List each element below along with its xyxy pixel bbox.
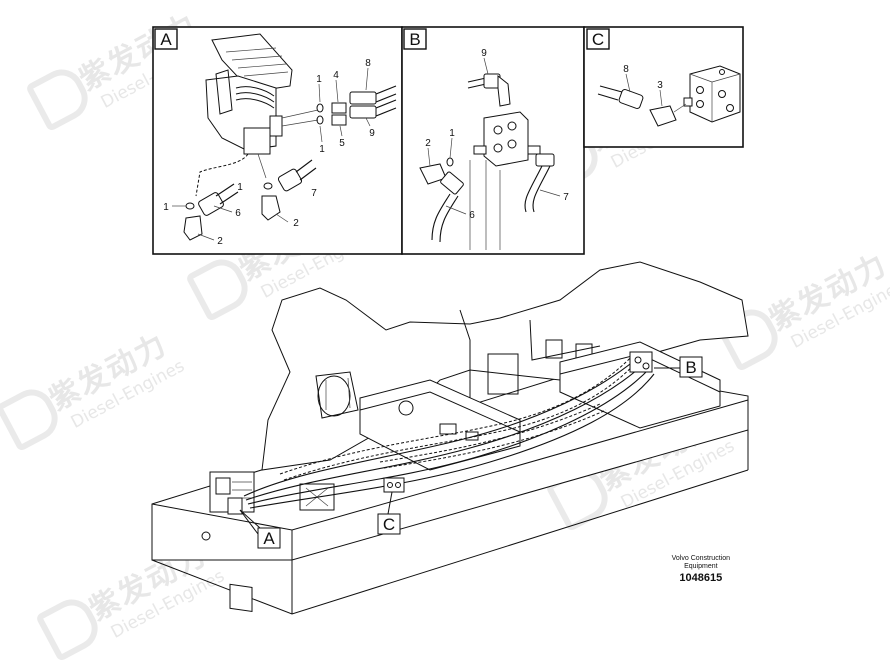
pointer-b: B — [654, 356, 703, 378]
pointer-a: A — [239, 509, 281, 549]
callout-b-1: 1 — [449, 128, 455, 139]
hose-end — [198, 192, 224, 216]
callout-b-7: 7 — [563, 192, 569, 203]
plate-window — [545, 339, 563, 359]
panel-b-tag — [403, 28, 427, 50]
pointer-c-label: C — [383, 515, 395, 534]
valve-b-small — [629, 351, 653, 373]
pointer-c: C — [377, 491, 401, 535]
pointer-c-box — [377, 513, 401, 535]
pointer-a-label: A — [263, 529, 275, 548]
diagram-svg: .ln { fill: none; stroke: #111; stroke-w… — [151, 26, 749, 615]
hose-end — [277, 168, 303, 192]
callout-b-9: 9 — [481, 48, 487, 59]
callout-a-1d: 1 — [163, 202, 169, 213]
panel-c-tag — [586, 28, 610, 50]
callout-b-6: 6 — [469, 210, 475, 221]
pointer-a-box — [257, 527, 281, 549]
pilot-line-dashed — [195, 153, 249, 197]
cross-member-slot — [465, 431, 479, 441]
hose-end — [440, 171, 464, 195]
elbow-fitting — [497, 74, 511, 107]
callout-a-1: 1 — [316, 74, 322, 85]
cross-member-edge — [359, 391, 521, 433]
seal-ring — [316, 115, 324, 125]
callout-c-8: 8 — [623, 64, 629, 75]
detail-panel-a: A — [152, 26, 403, 255]
pedal-assembly-detail — [215, 477, 231, 495]
callout-a-8: 8 — [365, 58, 371, 69]
plug — [683, 97, 693, 107]
callout-a-6: 6 — [235, 208, 241, 219]
adapter-fitting — [331, 114, 347, 126]
drawing-number: 1048615 — [679, 572, 723, 584]
valve-block-b — [483, 111, 529, 167]
detail-panel-c: C 8 3 — [583, 26, 744, 148]
adapter-fitting — [331, 102, 347, 114]
caption-brand-line1: Volvo Construction — [671, 555, 730, 562]
caption-brand-line2: Equipment — [684, 563, 718, 570]
panel-b-title: B — [409, 30, 420, 49]
seal-ring — [316, 103, 324, 113]
plate-bracket — [315, 371, 359, 419]
plate-cutout — [317, 375, 351, 417]
hose-end — [349, 105, 377, 119]
plate-box — [487, 353, 519, 395]
frame-hole-round — [201, 531, 211, 541]
callout-a-7: 7 — [311, 188, 317, 199]
callout-a-2: 2 — [217, 236, 223, 247]
hose-end — [618, 89, 644, 109]
callout-a-5: 5 — [339, 138, 345, 149]
hose-end — [349, 91, 377, 105]
plug — [473, 145, 487, 155]
callout-a-4: 4 — [333, 70, 339, 81]
callout-c-3: 3 — [657, 80, 663, 91]
frame-hole — [229, 583, 253, 612]
detail-panel-b: B — [401, 26, 585, 255]
hose-run — [243, 351, 655, 509]
panel-a-title: A — [160, 30, 172, 49]
frame-beam-bottom — [151, 469, 749, 615]
callout-b-2: 2 — [425, 138, 431, 149]
manifold-block-c — [689, 65, 741, 123]
callout-a-1c: 1 — [237, 182, 243, 193]
callout-a-1b: 1 — [319, 144, 325, 155]
panel-a-tag — [154, 28, 178, 50]
panel-c-title: C — [592, 30, 604, 49]
elbow-fitting — [183, 215, 203, 241]
plug — [527, 145, 541, 155]
plate-rib — [529, 319, 601, 361]
machine-frame — [151, 261, 749, 615]
callout-a-9: 9 — [369, 128, 375, 139]
callout-a-2b: 2 — [293, 218, 299, 229]
pedal-valve-side — [269, 115, 283, 137]
elbow-fitting — [261, 195, 281, 221]
seal-ring — [263, 182, 273, 190]
plate-rib — [459, 309, 471, 400]
pedal-valve-spring — [215, 69, 233, 115]
pedal-valve-port-block — [243, 127, 271, 155]
pointer-b-label: B — [685, 358, 696, 377]
hose-end — [535, 153, 555, 167]
pedal-valve-small — [227, 497, 243, 515]
drawing-caption: Volvo Construction Equipment 1048615 — [672, 555, 730, 584]
pointer-b-box — [679, 356, 703, 378]
elbow-fitting — [649, 105, 677, 127]
cross-member-hole — [398, 400, 414, 416]
block-c-small — [383, 477, 405, 493]
